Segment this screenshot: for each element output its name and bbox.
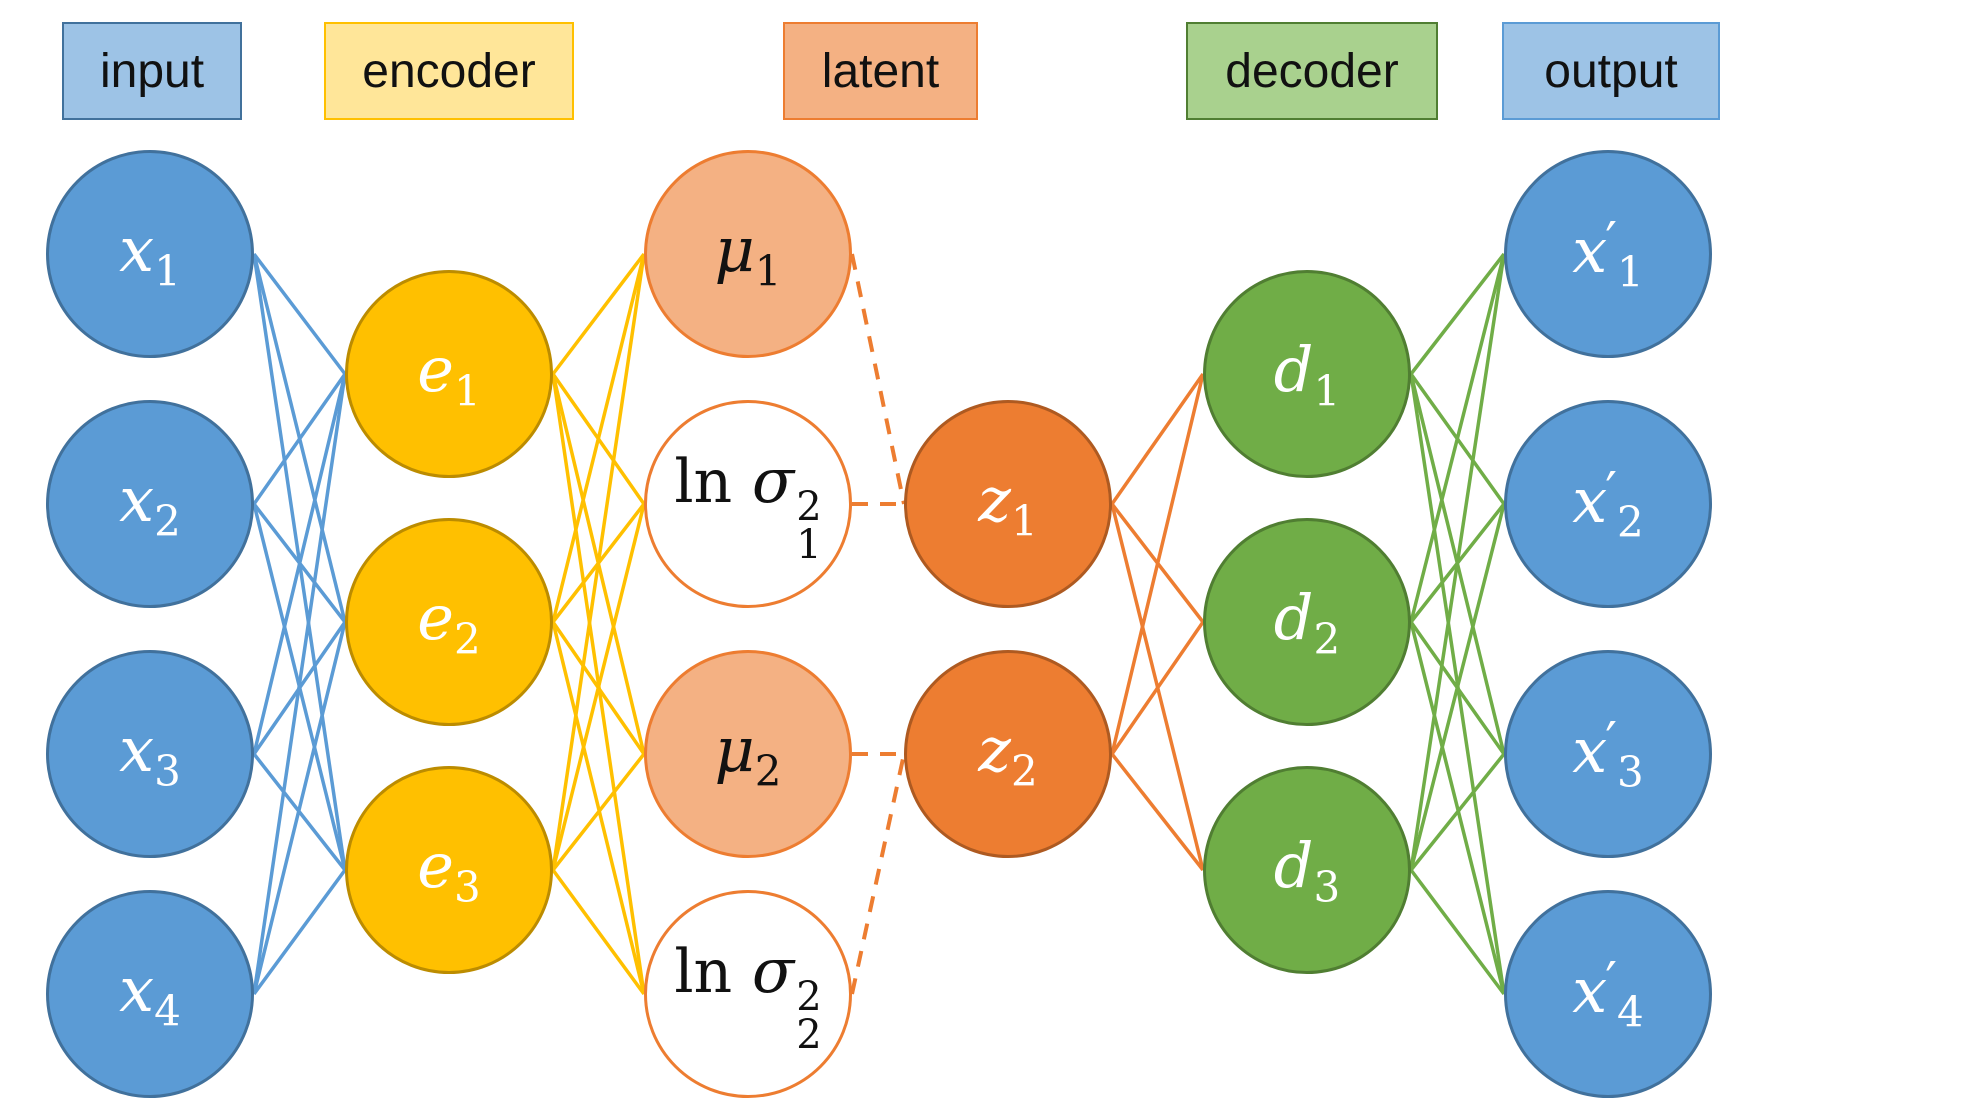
node-x3-prime-label: x′3	[1572, 711, 1644, 797]
node-x4-prime-label: x′4	[1572, 951, 1644, 1037]
header-input: input	[62, 22, 242, 120]
node-d2-label: d2	[1273, 580, 1341, 664]
edge-encoder-latent	[551, 503, 646, 871]
edge-encoder-latent	[551, 253, 646, 623]
node-x4-label: x4	[119, 952, 181, 1036]
edge-decoder-output	[1409, 252, 1506, 376]
edge-mu1-z1	[850, 253, 906, 505]
node-e3: e3	[345, 766, 553, 974]
node-x2: x2	[46, 400, 254, 608]
node-z1: z1	[904, 400, 1112, 608]
edge-latent-decoder	[1110, 752, 1205, 872]
node-d2: d2	[1203, 518, 1411, 726]
node-e2: e2	[345, 518, 553, 726]
node-mu1: μ1	[644, 150, 852, 358]
edge-decoder-output	[1409, 621, 1506, 995]
edge-decoder-output	[1409, 868, 1506, 996]
edge-decoder-output	[1409, 752, 1506, 872]
edge-encoder-latent	[551, 253, 646, 871]
edge-input-encoder	[252, 868, 347, 996]
edge-encoder-latent	[551, 621, 646, 995]
node-x3: x3	[46, 650, 254, 858]
node-x2-prime-label: x′2	[1572, 461, 1644, 547]
edge-encoder-latent	[551, 252, 646, 376]
edge-latent-decoder	[1110, 621, 1205, 755]
node-x3-prime: x′3	[1504, 650, 1712, 858]
edge-latent-decoder	[1110, 372, 1205, 506]
node-e3-label: e3	[417, 828, 481, 912]
node-mu2: μ2	[644, 650, 852, 858]
node-x1: x1	[46, 150, 254, 358]
edge-latent-decoder	[1110, 373, 1205, 755]
node-x1-prime: x′1	[1504, 150, 1712, 358]
edge-decoder-output	[1409, 253, 1506, 871]
node-x3-label: x3	[119, 712, 181, 796]
edge-encoder-latent	[551, 752, 646, 872]
node-d3: d3	[1203, 766, 1411, 974]
header-latent: latent	[783, 22, 978, 120]
edge-input-encoder	[252, 373, 347, 755]
node-x2-label: x2	[119, 462, 181, 546]
node-d1-label: d1	[1273, 332, 1341, 416]
edge-input-encoder	[252, 252, 347, 376]
node-d3-label: d3	[1273, 828, 1341, 912]
edge-input-encoder	[252, 621, 347, 995]
edge-encoder-latent	[551, 868, 646, 996]
node-z2: z2	[904, 650, 1112, 858]
edge-input-encoder	[252, 373, 347, 995]
node-e1: e1	[345, 270, 553, 478]
node-x4: x4	[46, 890, 254, 1098]
node-e1-label: e1	[417, 332, 481, 416]
node-d1: d1	[1203, 270, 1411, 478]
header-decoder: decoder	[1186, 22, 1438, 120]
header-output: output	[1502, 22, 1720, 120]
node-z1-label: z1	[978, 462, 1038, 546]
edge-input-encoder	[252, 372, 347, 506]
node-mu2-label: μ2	[714, 712, 782, 796]
edge-decoder-output	[1409, 253, 1506, 623]
edge-decoder-output	[1409, 503, 1506, 871]
node-e2-label: e2	[417, 580, 481, 664]
node-x4-prime: x′4	[1504, 890, 1712, 1098]
node-x2-prime: x′2	[1504, 400, 1712, 608]
node-x1-prime-label: x′1	[1572, 211, 1644, 297]
node-z2-label: z2	[978, 712, 1038, 796]
node-x1-label: x1	[119, 212, 181, 296]
node-mu1-label: μ1	[714, 212, 782, 296]
edge-logvar2-z2	[850, 753, 906, 995]
header-encoder: encoder	[324, 22, 574, 120]
